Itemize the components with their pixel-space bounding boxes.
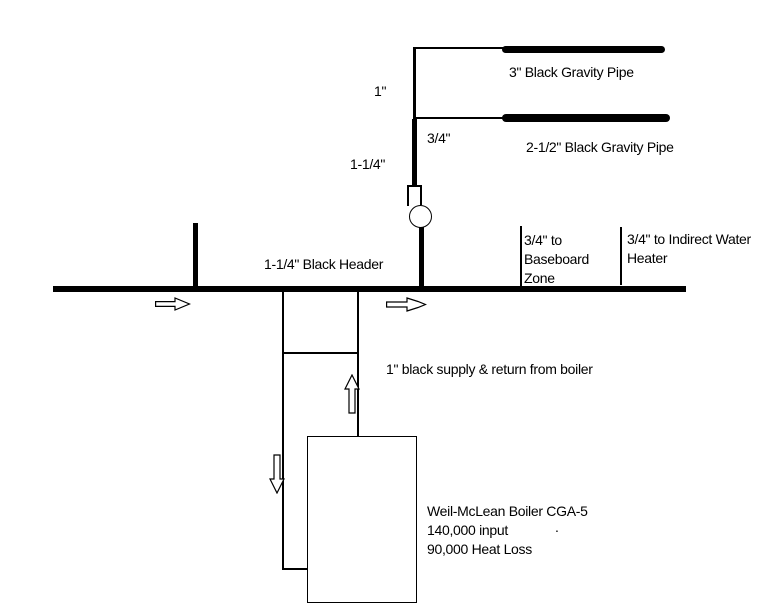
label-baseboard-line1: 3/4" to	[524, 232, 562, 248]
label-boiler-input: 140,000 input	[427, 522, 508, 538]
label-gravity-pipe-2-5in: 2-1/2" Black Gravity Pipe	[526, 139, 674, 155]
boiler-rectangle	[307, 436, 417, 603]
boiler-return-line	[282, 292, 284, 569]
label-baseboard-zone: 3/4" to Baseboard Zone	[524, 231, 589, 288]
label-gravity-pipe-3in: 3" Black Gravity Pipe	[509, 64, 634, 80]
label-indirect-water-heater: 3/4" to Indirect Water Heater	[627, 230, 751, 268]
label-boiler-heat-loss: 90,000 Heat Loss	[427, 541, 532, 557]
label-baseboard-line3: Zone	[524, 270, 555, 286]
label-size-3-4in: 3/4"	[427, 130, 451, 146]
label-indirect-line1: 3/4" to Indirect Water	[627, 231, 751, 247]
indirect-heater-riser	[620, 227, 622, 285]
gravity-pipe-3in-bar	[502, 46, 665, 53]
pump-riser-to-header	[419, 227, 424, 287]
riser-1-1-4in-segment	[412, 119, 417, 186]
branch-line-to-3in-pipe	[413, 47, 508, 49]
flow-arrow-right-left-of-tee	[155, 297, 191, 311]
pump-union-top	[407, 185, 422, 187]
supply-return-connector	[282, 352, 359, 354]
label-header: 1-1/4" Black Header	[264, 256, 384, 272]
label-size-1-1-4in: 1-1/4"	[350, 156, 386, 172]
label-boiler-block: Weil-McLean Boiler CGA-5 140,000 input 9…	[427, 502, 588, 559]
return-bottom-connector	[282, 568, 308, 570]
flow-arrow-down-return	[269, 454, 285, 494]
flow-arrow-up-supply	[344, 374, 360, 414]
label-indirect-line2: Heater	[627, 250, 668, 266]
label-boiler-input-dot: .	[555, 519, 559, 535]
label-size-1in: 1"	[374, 83, 387, 99]
pump-union-right	[420, 185, 422, 205]
branch-line-to-2-5in-pipe	[415, 117, 503, 119]
label-supply-return: 1" black supply & return from boiler	[386, 361, 593, 377]
baseboard-zone-riser	[520, 226, 522, 286]
header-pipe-line	[53, 286, 686, 292]
gravity-pipe-2-5in-bar	[502, 114, 670, 122]
left-branch-stub	[193, 223, 198, 286]
pump-union-left	[407, 185, 409, 206]
riser-1in-segment	[413, 47, 416, 119]
boiler-supply-line	[357, 292, 359, 436]
label-boiler-name: Weil-McLean Boiler CGA-5	[427, 503, 588, 519]
label-baseboard-line2: Baseboard	[524, 251, 590, 267]
circulator-pump-circle	[409, 205, 432, 228]
flow-arrow-right-right-of-tee	[386, 297, 427, 312]
